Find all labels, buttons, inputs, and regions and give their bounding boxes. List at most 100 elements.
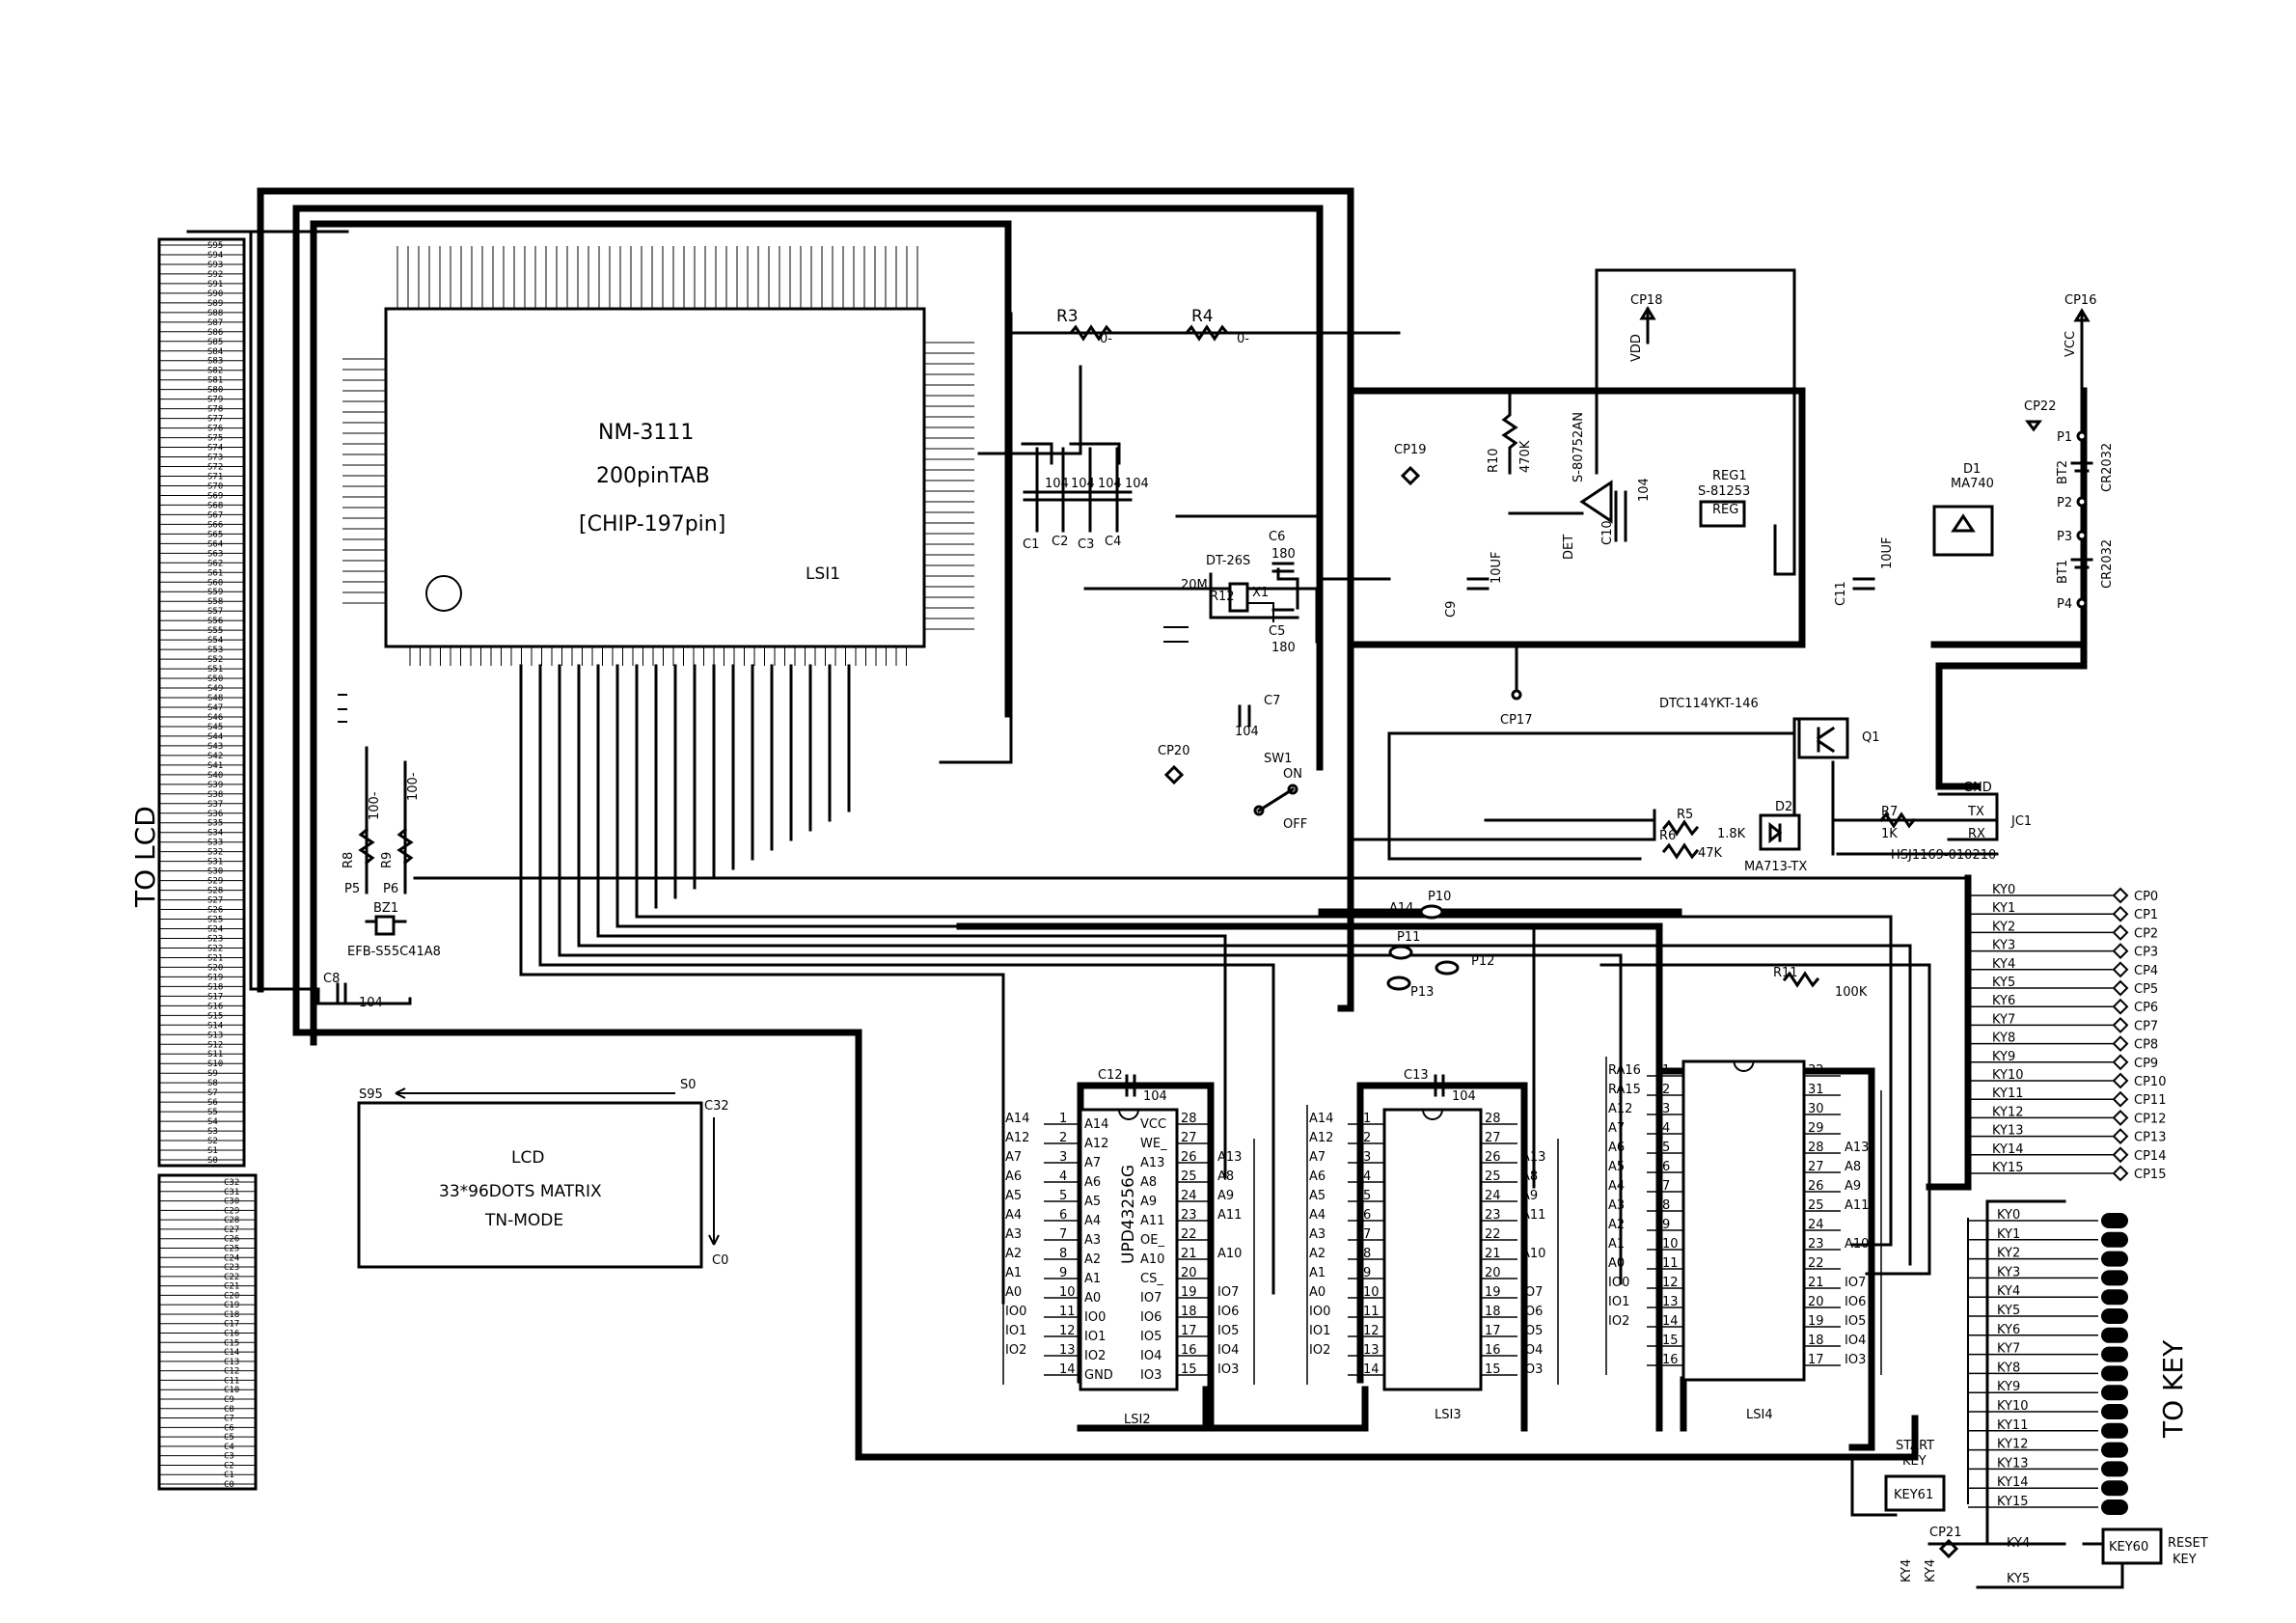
c2-value: 104 bbox=[1071, 477, 1095, 491]
mem-pin-number: 16 bbox=[1662, 1353, 1679, 1367]
mem-pin-number: 11 bbox=[1059, 1305, 1076, 1319]
cp20-label: CP20 bbox=[1158, 744, 1189, 758]
mem-bus-label: A3 bbox=[1005, 1227, 1022, 1242]
mem-pin-number: 9 bbox=[1059, 1266, 1067, 1280]
common-label: C15 bbox=[224, 1338, 239, 1348]
segment-label: S2 bbox=[207, 1137, 218, 1146]
mem-pin-signal: A3 bbox=[1084, 1233, 1101, 1248]
segment-label: S87 bbox=[207, 318, 223, 328]
c6-label: C6 bbox=[1269, 530, 1285, 544]
segment-label: S47 bbox=[207, 703, 223, 713]
mem-bus-label: IO2 bbox=[1608, 1314, 1629, 1329]
chip-pins-right bbox=[924, 342, 974, 630]
jc1-label: JC1 bbox=[2010, 814, 2032, 829]
mem-pin-number: 14 bbox=[1363, 1362, 1380, 1377]
c5-value: 180 bbox=[1271, 641, 1296, 655]
segment-label: S59 bbox=[207, 588, 223, 597]
c12-label: C12 bbox=[1098, 1068, 1123, 1083]
mem-bus-label: A6 bbox=[1005, 1169, 1022, 1184]
common-label: C2 bbox=[224, 1461, 234, 1471]
segment-label: S75 bbox=[207, 434, 223, 444]
start-ky4-a: KY4 bbox=[1900, 1559, 1914, 1582]
cp-test-point bbox=[2112, 1035, 2129, 1053]
key-pad bbox=[2101, 1289, 2128, 1306]
mem-pin-number: 1 bbox=[1662, 1063, 1670, 1078]
reset-key-line2: KEY bbox=[2173, 1553, 2197, 1567]
mem-pin-number: 7 bbox=[1662, 1179, 1670, 1194]
segment-label: S34 bbox=[207, 829, 223, 839]
segment-label: S48 bbox=[207, 694, 223, 703]
mem-pin-signal: A14 bbox=[1084, 1117, 1108, 1132]
segment-label: S66 bbox=[207, 520, 223, 530]
mem-bus-label: RA16 bbox=[1608, 1063, 1641, 1078]
c4-value: 104 bbox=[1125, 477, 1149, 491]
mem-pin-number: 6 bbox=[1662, 1160, 1670, 1174]
d2-label: D2 bbox=[1775, 800, 1792, 814]
common-label: C31 bbox=[224, 1188, 239, 1197]
mem-bus-label: A0 bbox=[1309, 1285, 1326, 1300]
segment-label: S58 bbox=[207, 597, 223, 607]
segment-label: S57 bbox=[207, 607, 223, 617]
mem-pin-number: 22 bbox=[1485, 1227, 1501, 1242]
segment-label: S68 bbox=[207, 501, 223, 510]
common-label: C8 bbox=[224, 1405, 234, 1415]
cp-test-point bbox=[2112, 1165, 2129, 1182]
wiring bbox=[186, 187, 2124, 1589]
key61-label: KEY61 bbox=[1894, 1488, 1933, 1502]
p11-label: P11 bbox=[1397, 930, 1420, 945]
mem-pin-number: 5 bbox=[1662, 1141, 1670, 1155]
mem-pin-signal: IO4 bbox=[1140, 1349, 1162, 1363]
common-label: C16 bbox=[224, 1330, 239, 1339]
cp-label: CP8 bbox=[2134, 1038, 2158, 1053]
mem-pin-number: 3 bbox=[1059, 1150, 1067, 1165]
segment-label: S44 bbox=[207, 732, 223, 742]
common-label: C23 bbox=[224, 1263, 239, 1273]
mem-pin-number: 32 bbox=[1808, 1063, 1824, 1078]
r5-value: 1.8K bbox=[1717, 827, 1746, 841]
mem-bus-label: A1 bbox=[1608, 1237, 1625, 1252]
segment-label: S89 bbox=[207, 299, 223, 309]
mem-bus-label: IO6 bbox=[1845, 1295, 1866, 1309]
mem-bus-label: A1 bbox=[1005, 1266, 1022, 1280]
mem-bus-label: A9 bbox=[1217, 1189, 1234, 1203]
mem-pin-number: 29 bbox=[1808, 1121, 1824, 1136]
mem-pin-signal: A7 bbox=[1084, 1156, 1101, 1170]
mem-pin-signal: IO6 bbox=[1140, 1310, 1162, 1325]
mem-pin-number: 22 bbox=[1808, 1256, 1824, 1271]
c13-label: C13 bbox=[1404, 1068, 1429, 1083]
key-label: KY15 bbox=[1997, 1495, 2029, 1509]
cp-label: CP9 bbox=[2134, 1057, 2158, 1071]
mem-pin-number: 1 bbox=[1059, 1112, 1067, 1126]
segment-label: S11 bbox=[207, 1050, 223, 1059]
mem-pin-signal: OE_ bbox=[1140, 1233, 1164, 1248]
mem-pin-number: 6 bbox=[1363, 1208, 1371, 1223]
mem-pin-number: 13 bbox=[1662, 1295, 1679, 1309]
mem-pin-number: 16 bbox=[1181, 1343, 1197, 1358]
segment-label: S17 bbox=[207, 992, 223, 1002]
r3-label: R3 bbox=[1056, 307, 1079, 326]
mem-pin-signal: IO0 bbox=[1084, 1310, 1106, 1325]
segment-label: S72 bbox=[207, 463, 223, 473]
cp-test-point bbox=[2112, 1109, 2129, 1126]
mem-pin-signal: IO2 bbox=[1084, 1349, 1106, 1363]
mem-pin-number: 5 bbox=[1363, 1189, 1371, 1203]
d1-part: MA740 bbox=[1951, 477, 1994, 491]
mem-bus-label: A9 bbox=[1521, 1189, 1538, 1203]
lcd-s95: S95 bbox=[359, 1087, 383, 1102]
segment-label: S77 bbox=[207, 415, 223, 425]
segment-label: S85 bbox=[207, 338, 223, 347]
jc1-gnd: GND bbox=[1963, 781, 1992, 795]
mem-bus-label: A12 bbox=[1608, 1102, 1632, 1116]
r10-label: R10 bbox=[1487, 448, 1501, 473]
segment-label: S50 bbox=[207, 674, 223, 684]
key-pad bbox=[2101, 1213, 2128, 1228]
mem-bus-label: IO0 bbox=[1309, 1305, 1330, 1319]
mem-bus-label: A10 bbox=[1521, 1247, 1545, 1261]
mem-bus-label: IO7 bbox=[1521, 1285, 1543, 1300]
mem-pin-number: 1 bbox=[1363, 1112, 1371, 1126]
mem-bus-label: RA15 bbox=[1608, 1083, 1641, 1097]
key-label: KY1 bbox=[1997, 1227, 2020, 1242]
common-label: C5 bbox=[224, 1433, 234, 1443]
